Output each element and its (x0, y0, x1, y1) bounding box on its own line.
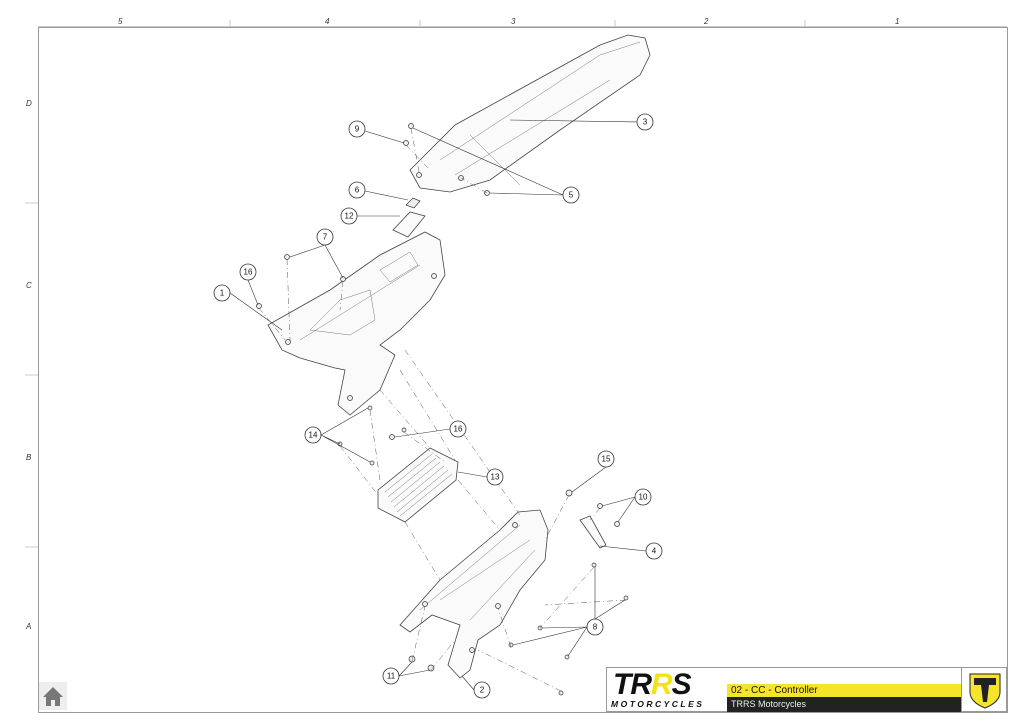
part-reflector (579, 515, 607, 549)
svg-text:4: 4 (652, 547, 657, 556)
svg-text:3: 3 (643, 118, 648, 127)
svg-text:9: 9 (355, 125, 360, 134)
svg-text:16: 16 (454, 425, 463, 434)
svg-text:14: 14 (309, 431, 318, 440)
zone-column-label: 5 (118, 17, 123, 26)
callout-balloon: 10 (634, 488, 652, 506)
callout-balloon: 3 (636, 113, 654, 131)
zone-row-label: B (26, 453, 32, 462)
title-block: TRRS MOTORCYCLES 02 - CC - Controller TR… (606, 667, 1007, 712)
part-clip-nut (405, 197, 421, 209)
zone-column-label: 4 (325, 17, 330, 26)
callout-balloon: 16 (449, 420, 467, 438)
zone-row-label: D (26, 99, 32, 108)
zone-column-label: 1 (895, 17, 899, 26)
shield-logo-icon (969, 673, 1001, 709)
part-tail-cover (267, 231, 446, 416)
callout-balloon: 11 (382, 667, 400, 685)
svg-text:10: 10 (639, 493, 648, 502)
part-controller (377, 447, 459, 523)
svg-text:16: 16 (244, 268, 253, 277)
callout-balloon: 1 (213, 284, 231, 302)
callout-balloon: 5 (562, 186, 580, 204)
callout-balloon: 6 (348, 181, 366, 199)
company-name: TRRS Motorcycles (727, 697, 961, 712)
home-button[interactable] (39, 682, 67, 710)
callout-balloon: 2 (473, 681, 491, 699)
svg-text:5: 5 (569, 191, 574, 200)
svg-text:8: 8 (593, 623, 598, 632)
svg-text:7: 7 (323, 233, 328, 242)
part-gasket (392, 211, 426, 238)
svg-text:11: 11 (387, 672, 396, 681)
callout-balloon: 16 (239, 263, 257, 281)
zone-column-label: 2 (703, 17, 709, 26)
home-icon (39, 682, 67, 710)
part-rear-mudguard (409, 34, 651, 193)
trrs-shield-badge (961, 668, 1008, 712)
zone-row-label: C (26, 281, 32, 290)
svg-text:1: 1 (220, 289, 225, 298)
fasteners (256, 123, 629, 696)
callout-balloon: 12 (340, 207, 358, 225)
callout-balloon: 9 (348, 120, 366, 138)
svg-text:2: 2 (480, 686, 485, 695)
zone-ticks (25, 20, 806, 548)
drawing-title: 02 - CC - Controller (727, 684, 961, 697)
callout-balloon: 14 (304, 426, 322, 444)
trrs-logo: TRRS MOTORCYCLES (611, 668, 705, 709)
logo-subtext: MOTORCYCLES (611, 699, 705, 709)
svg-text:15: 15 (602, 455, 611, 464)
part-lower-support (399, 509, 549, 679)
callout-balloon: 8 (586, 618, 604, 636)
callout-balloon: 4 (645, 542, 663, 560)
zone-row-label: A (25, 622, 31, 631)
svg-text:6: 6 (355, 186, 360, 195)
callout-leaders (229, 119, 647, 691)
assembly-lines (258, 127, 627, 692)
svg-text:12: 12 (345, 212, 354, 221)
svg-text:13: 13 (491, 473, 500, 482)
callout-balloon: 7 (316, 228, 334, 246)
callout-balloon: 13 (486, 468, 504, 486)
zone-column-label: 3 (511, 17, 516, 26)
callout-balloon: 15 (597, 450, 615, 468)
